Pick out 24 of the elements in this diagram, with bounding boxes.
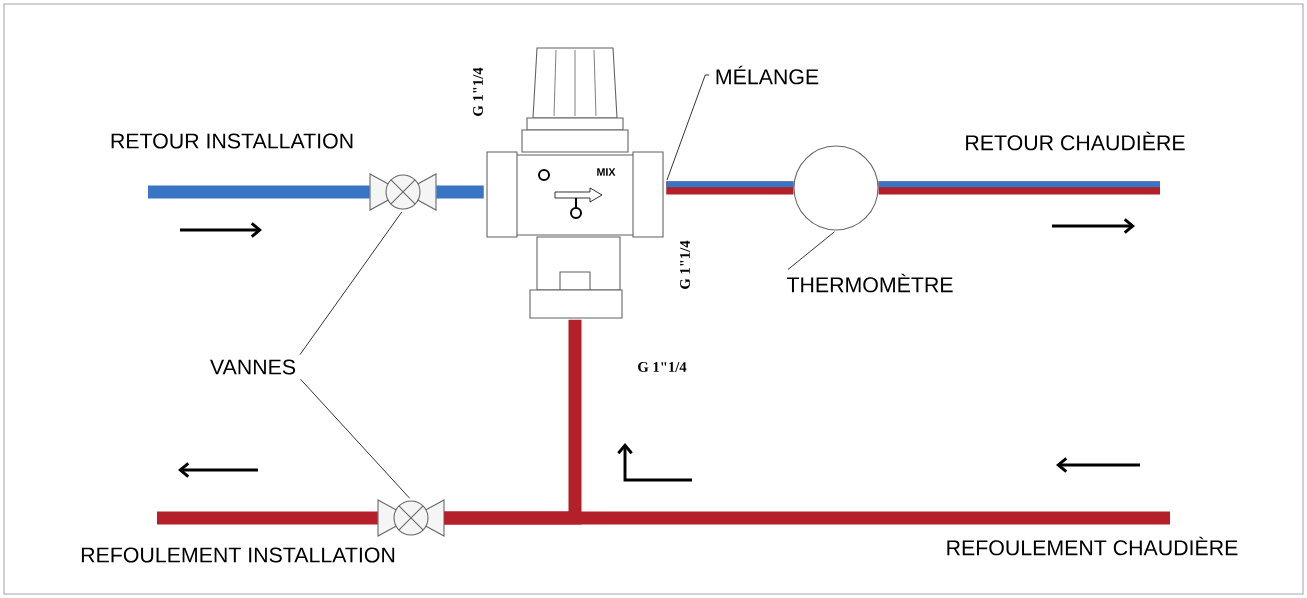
mixing-valve-drawing [486,47,664,319]
pipe [666,181,794,195]
valve-marking: MIX [597,168,616,176]
label-text: MÉLANGE [716,65,819,85]
label-text: VANNES [210,359,296,375]
leader-line [299,211,403,355]
valve-symbol [377,499,445,537]
pipe [157,511,378,525]
leader-line [787,231,835,270]
size-label: G 1"1/4 [473,67,483,116]
pipe [444,511,1170,525]
leader-line [666,74,710,181]
leader-line [300,378,411,499]
valve-symbol [369,173,437,211]
pipe-label: RETOUR CHAUDIÈRE [966,131,1185,151]
pipe [436,185,484,199]
pipe-label: RETOUR INSTALLATION [111,133,353,149]
thermometer-circle [793,145,879,231]
label-text: THERMOMÈTRE [786,273,953,293]
pipe [148,185,370,199]
size-label: G 1"1/4 [680,240,690,289]
pipe-label: REFOULEMENT INSTALLATION [81,547,395,563]
size-label: G 1"1/4 [638,362,687,372]
pipe-label: REFOULEMENT CHAUDIÈRE [947,536,1238,556]
